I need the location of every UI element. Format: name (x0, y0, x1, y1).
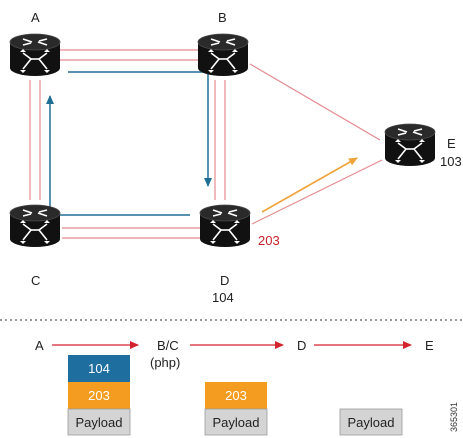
label-stack-at-d: Payload (339, 408, 403, 436)
router-icon (384, 123, 436, 167)
router-a-label: A (31, 10, 40, 25)
router-c: C (9, 204, 61, 288)
payload-box (204, 408, 268, 436)
label-203-box (205, 382, 267, 409)
router-a: A (9, 10, 61, 77)
payload-text: Payload (76, 415, 123, 430)
router-e: E 103 (384, 123, 462, 169)
router-icon (197, 33, 249, 77)
seq-node-a: A (35, 338, 44, 353)
router-icon (9, 204, 61, 248)
router-b: B (197, 10, 249, 77)
seq-php-label: (php) (150, 355, 180, 370)
path-d-to-e (261, 157, 358, 213)
label-203-box (68, 382, 130, 409)
router-c-label: C (31, 273, 40, 288)
payload-text: Payload (348, 415, 395, 430)
router-icon (199, 204, 251, 248)
payload-box (339, 408, 403, 436)
sr-path-blue (46, 71, 212, 224)
link-d-e-label: 203 (258, 233, 280, 248)
seq-node-d: D (297, 338, 306, 353)
label-stack-at-bc: 203 Payload (204, 382, 268, 436)
label-stack-at-a: 104 203 Payload (67, 355, 131, 436)
seq-node-bc: B/C (157, 338, 179, 353)
label-104-text: 104 (88, 361, 110, 376)
router-d: D 104 (199, 204, 251, 305)
forwarding-sequence: A B/C (php) D E (35, 338, 434, 370)
router-b-label: B (218, 10, 227, 25)
router-icon (9, 33, 61, 77)
label-203-text: 203 (88, 388, 110, 403)
label-203-text: 203 (225, 388, 247, 403)
seq-node-e: E (425, 338, 434, 353)
links (29, 49, 383, 239)
link-d-e (251, 159, 383, 225)
figure-id: 365301 (449, 402, 459, 432)
label-104-box (68, 355, 130, 382)
payload-box (67, 408, 131, 436)
router-e-segment-label: 103 (440, 154, 462, 169)
payload-text: Payload (213, 415, 260, 430)
link-b-e (249, 63, 381, 141)
router-d-label: D (220, 273, 229, 288)
router-e-label: E (447, 136, 456, 151)
router-d-segment-label: 104 (212, 290, 234, 305)
